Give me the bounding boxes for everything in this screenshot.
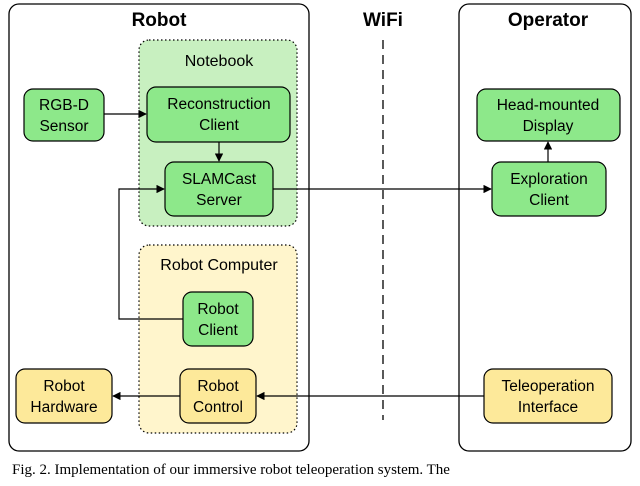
robot-client-node: Robot Client	[182, 291, 254, 347]
wifi-label: WiFi	[363, 10, 403, 31]
robot-computer-group-title: Robot Computer	[160, 257, 278, 274]
teleoperation-interface-label-1: Teleoperation	[501, 378, 594, 395]
robot-control-node: Robot Control	[179, 368, 257, 424]
teleoperation-interface-label-2: Interface	[518, 399, 578, 416]
head-mounted-display-label-1: Head-mounted	[497, 97, 600, 114]
robot-control-label-2: Control	[193, 399, 243, 416]
robot-hardware-label-1: Robot	[43, 378, 85, 395]
head-mounted-display-label-2: Display	[523, 118, 574, 135]
arrow-robot-client-to-slamcast	[118, 184, 183, 320]
robot-hardware-label-2: Hardware	[30, 399, 97, 416]
reconstruction-client-node: Reconstruction Client	[146, 86, 291, 143]
robot-client-label-2: Client	[198, 322, 238, 339]
reconstruction-client-label-1: Reconstruction	[167, 96, 270, 113]
slamcast-server-node: SLAMCast Server	[164, 161, 274, 217]
rgbd-sensor-label-1: RGB-D	[39, 97, 89, 114]
robot-panel-title: Robot	[132, 10, 188, 31]
notebook-group-title: Notebook	[185, 53, 254, 70]
exploration-client-node: Exploration Client	[491, 161, 607, 217]
operator-panel-title: Operator	[508, 10, 589, 31]
rgbd-sensor-label-2: Sensor	[39, 118, 88, 135]
reconstruction-client-label-2: Client	[199, 117, 239, 134]
teleoperation-interface-node: Teleoperation Interface	[483, 368, 613, 424]
head-mounted-display-node: Head-mounted Display	[476, 88, 621, 142]
figure-caption: Fig. 2. Implementation of our immersive …	[12, 462, 450, 478]
exploration-client-label-1: Exploration	[510, 171, 588, 188]
exploration-client-label-2: Client	[529, 192, 569, 209]
robot-control-label-1: Robot	[197, 378, 239, 395]
rgbd-sensor-node: RGB-D Sensor	[23, 88, 105, 142]
slamcast-server-label-1: SLAMCast	[182, 171, 257, 188]
robot-client-label-1: Robot	[197, 301, 239, 318]
slamcast-server-label-2: Server	[196, 192, 242, 209]
robot-hardware-node: Robot Hardware	[15, 368, 113, 424]
